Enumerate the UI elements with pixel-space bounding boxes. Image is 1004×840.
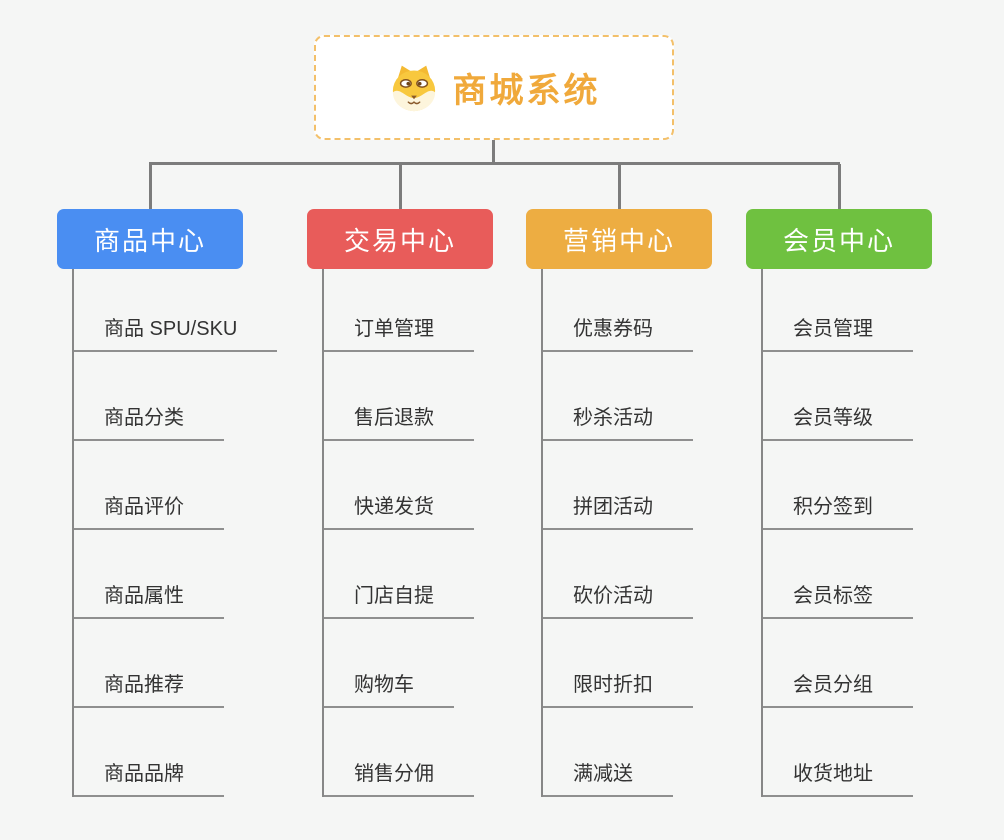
child-node-label[interactable]: 商品评价 (74, 490, 224, 530)
child-node-label[interactable]: 购物车 (324, 668, 454, 708)
child-node: 商品评价 (74, 441, 277, 530)
connector-drop-marketing (618, 164, 621, 210)
child-node: 砍价活动 (543, 530, 693, 619)
child-node: 会员管理 (763, 269, 913, 352)
child-node-label[interactable]: 砍价活动 (543, 579, 693, 619)
child-node: 积分签到 (763, 441, 913, 530)
child-node: 门店自提 (324, 530, 474, 619)
connector-drop-trade (399, 164, 402, 210)
children-product-center: 商品 SPU/SKU 商品分类 商品评价 商品属性 商品推荐 商品品牌 (72, 269, 278, 797)
child-node-label[interactable]: 售后退款 (324, 401, 474, 441)
child-node-label[interactable]: 商品品牌 (74, 757, 224, 797)
child-node-label[interactable]: 会员标签 (763, 579, 913, 619)
child-node-label[interactable]: 限时折扣 (543, 668, 693, 708)
child-node: 秒杀活动 (543, 352, 693, 441)
child-node: 优惠券码 (543, 269, 693, 352)
child-node: 商品属性 (74, 530, 277, 619)
connector-drop-product (149, 164, 152, 210)
child-node-label[interactable]: 商品 SPU/SKU (74, 312, 278, 352)
connector-horizontal-bar (149, 162, 840, 165)
root-node-mall-system[interactable]: 商城系统 (314, 35, 674, 140)
child-node-label[interactable]: 商品属性 (74, 579, 224, 619)
child-node-label[interactable]: 商品分类 (74, 401, 224, 441)
branch-node-trade-center[interactable]: 交易中心 (307, 209, 493, 269)
connector-root-stem (492, 140, 495, 164)
child-node-label[interactable]: 销售分佣 (324, 757, 474, 797)
child-node: 商品分类 (74, 352, 277, 441)
child-node-label[interactable]: 门店自提 (324, 579, 474, 619)
children-trade-center: 订单管理 售后退款 快递发货 门店自提 购物车 销售分佣 (322, 269, 474, 797)
child-node-label[interactable]: 会员等级 (763, 401, 913, 441)
child-node: 会员分组 (763, 619, 913, 708)
child-node: 满减送 (543, 708, 693, 797)
child-node-label[interactable]: 拼团活动 (543, 490, 693, 530)
root-title: 商城系统 (452, 72, 601, 110)
branch-node-product-center[interactable]: 商品中心 (57, 209, 243, 269)
child-node: 会员等级 (763, 352, 913, 441)
child-node: 商品 SPU/SKU (74, 269, 278, 352)
child-node-label[interactable]: 快递发货 (324, 490, 474, 530)
child-node-label[interactable]: 秒杀活动 (543, 401, 693, 441)
shiba-dog-face-icon (388, 63, 440, 112)
child-node: 销售分佣 (324, 708, 474, 797)
child-node-label[interactable]: 优惠券码 (543, 312, 693, 352)
child-node: 商品品牌 (74, 708, 277, 797)
child-node-label[interactable]: 积分签到 (763, 490, 913, 530)
child-node: 商品推荐 (74, 619, 277, 708)
child-node-label[interactable]: 会员分组 (763, 668, 913, 708)
child-node: 订单管理 (324, 269, 474, 352)
child-node: 快递发货 (324, 441, 474, 530)
child-node: 收货地址 (763, 708, 913, 797)
child-node-label[interactable]: 满减送 (543, 757, 673, 797)
child-node: 售后退款 (324, 352, 474, 441)
child-node-label[interactable]: 订单管理 (324, 312, 474, 352)
child-node: 拼团活动 (543, 441, 693, 530)
child-node-label[interactable]: 商品推荐 (74, 668, 224, 708)
child-node-label[interactable]: 收货地址 (763, 757, 913, 797)
child-node-label[interactable]: 会员管理 (763, 312, 913, 352)
branch-node-marketing-center[interactable]: 营销中心 (526, 209, 712, 269)
branch-node-member-center[interactable]: 会员中心 (746, 209, 932, 269)
child-node: 会员标签 (763, 530, 913, 619)
children-member-center: 会员管理 会员等级 积分签到 会员标签 会员分组 收货地址 (761, 269, 913, 797)
children-marketing-center: 优惠券码 秒杀活动 拼团活动 砍价活动 限时折扣 满减送 (541, 269, 693, 797)
child-node: 限时折扣 (543, 619, 693, 708)
child-node: 购物车 (324, 619, 474, 708)
connector-drop-member (838, 164, 841, 210)
